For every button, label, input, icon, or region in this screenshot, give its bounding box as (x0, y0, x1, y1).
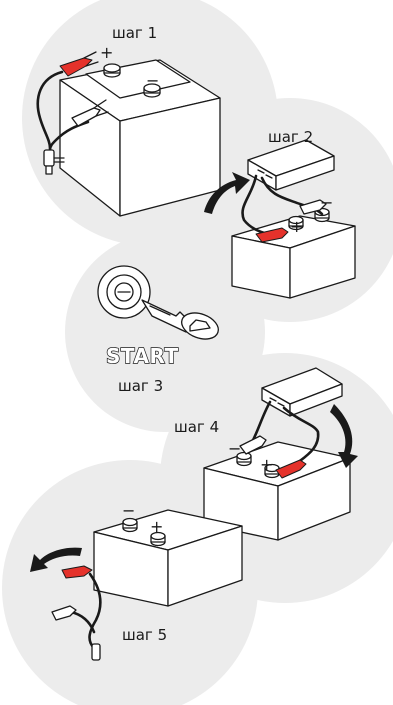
step4-plus-sign: + (260, 455, 273, 474)
start-label: START (106, 344, 179, 368)
step1-minus-sign: − (146, 71, 159, 90)
step1-plus-sign: + (100, 43, 113, 62)
step5-label: шаг 5 (122, 626, 167, 644)
step5-plus-sign: + (150, 517, 163, 536)
step4-minus-sign: − (228, 439, 241, 458)
step2-plus-sign: + (290, 217, 303, 236)
step5-minus-sign: − (122, 501, 135, 520)
step2-minus-sign: − (320, 193, 333, 212)
ignition-lock (98, 266, 150, 318)
step2-label: шаг 2 (268, 128, 313, 146)
step3-label: шаг 3 (118, 377, 163, 395)
step1-label: шаг 1 (112, 24, 157, 42)
step4-label: шаг 4 (174, 418, 219, 436)
